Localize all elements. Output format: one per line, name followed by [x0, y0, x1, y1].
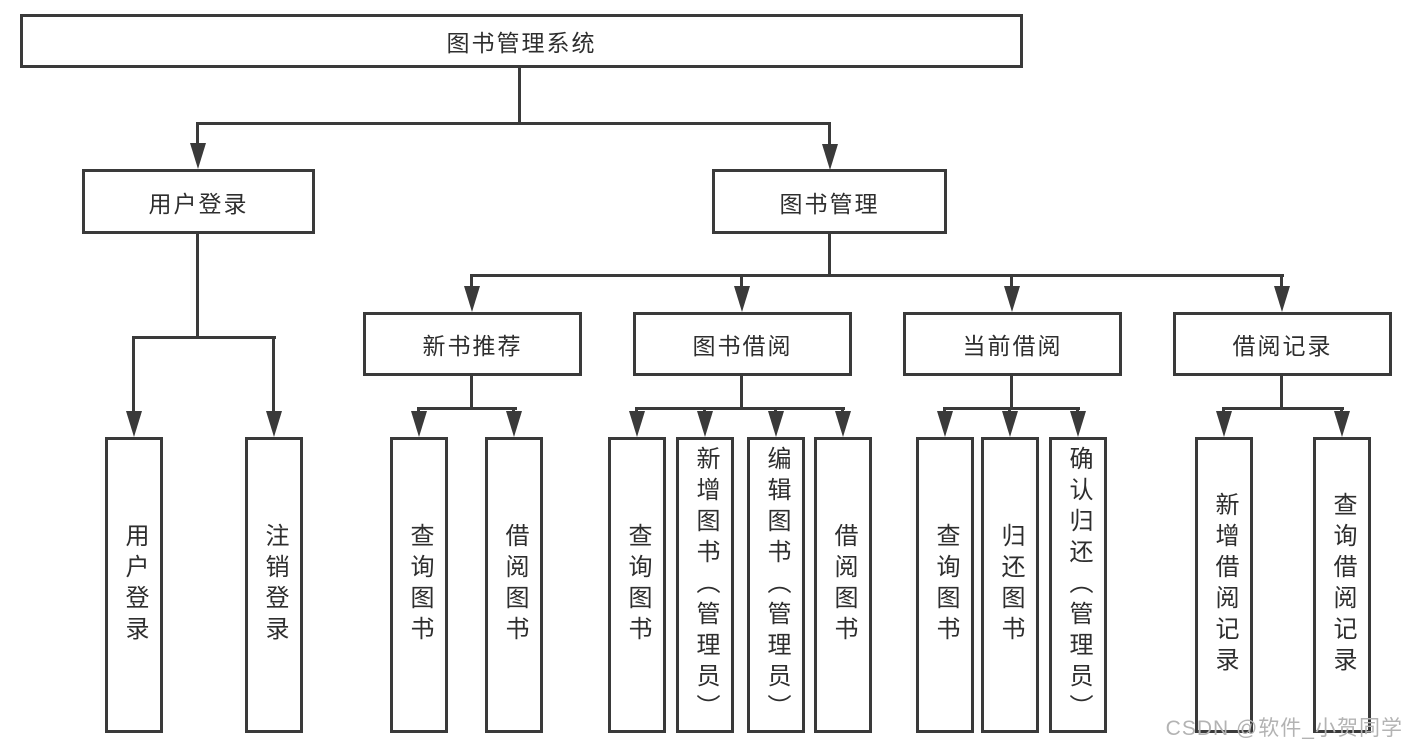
connector-arrow: [1280, 274, 1283, 286]
node-label: 查询图书: [932, 523, 959, 647]
connector-arrow: [774, 407, 777, 411]
connector-arrow: [1076, 407, 1079, 411]
node-book-management: 图书管理: [712, 169, 947, 234]
connector-arrow: [740, 274, 743, 286]
leaf-add-books-admin: 新增图书（管理员）: [676, 437, 734, 733]
connector-branch: [133, 336, 276, 339]
leaf-add-borrow-record: 新增借阅记录: [1195, 437, 1253, 733]
connector-arrow: [132, 336, 135, 411]
connector-stem: [1280, 376, 1283, 410]
node-label: 借阅记录: [1232, 333, 1333, 359]
leaf-query-books-recommendation: 查询图书: [390, 437, 448, 733]
connector-arrow: [196, 122, 199, 143]
node-label: 用户登录: [148, 190, 249, 217]
leaf-query-books-borrowing: 查询图书: [608, 437, 666, 733]
connector-branch: [471, 274, 1284, 277]
connector-arrow: [1340, 407, 1343, 411]
node-current-borrowing: 当前借阅: [903, 312, 1122, 376]
node-user-login: 用户登录: [82, 169, 315, 234]
node-label: 查询图书: [624, 523, 651, 647]
node-label: 图书借阅: [692, 333, 793, 359]
connector-arrow: [841, 407, 844, 411]
node-label: 用户登录: [121, 523, 148, 647]
node-library-management-system: 图书管理系统: [20, 14, 1023, 68]
node-label: 图书管理: [779, 190, 880, 217]
connector-stem: [740, 376, 743, 410]
connector-stem: [828, 233, 831, 277]
leaf-return-books: 归还图书: [981, 437, 1039, 733]
connector-stem: [518, 68, 521, 125]
node-label: 新增借阅记录: [1211, 492, 1238, 678]
connector-arrow: [1010, 274, 1013, 286]
node-label: 确认归还（管理员）: [1065, 445, 1092, 725]
node-label: 查询图书: [406, 523, 433, 647]
node-label: 借阅图书: [501, 523, 528, 647]
connector-arrow: [703, 407, 706, 411]
connector-branch: [1223, 407, 1344, 410]
leaf-borrow-books-recommendation: 借阅图书: [485, 437, 543, 733]
node-label: 编辑图书（管理员）: [763, 445, 790, 725]
connector-arrow: [417, 407, 420, 411]
leaf-confirm-return-admin: 确认归还（管理员）: [1049, 437, 1107, 733]
connector-arrow: [1008, 407, 1011, 411]
leaf-borrow-books: 借阅图书: [814, 437, 872, 733]
connector-arrow: [470, 274, 473, 286]
connector-arrow: [635, 407, 638, 411]
node-borrowing-records: 借阅记录: [1173, 312, 1392, 376]
node-label: 新增图书（管理员）: [692, 445, 719, 725]
node-new-book-recommendation: 新书推荐: [363, 312, 582, 376]
leaf-logout: 注销登录: [245, 437, 303, 733]
connector-branch: [197, 122, 831, 125]
connector-branch: [944, 407, 1080, 410]
node-label: 当前借阅: [962, 333, 1063, 359]
node-label: 借阅图书: [830, 523, 857, 647]
connector-arrow: [512, 407, 515, 411]
connector-arrow: [272, 336, 275, 411]
leaf-edit-books-admin: 编辑图书（管理员）: [747, 437, 805, 733]
leaf-query-books-current: 查询图书: [916, 437, 974, 733]
node-label: 图书管理系统: [446, 30, 597, 56]
connector-stem: [196, 233, 199, 339]
node-label: 归还图书: [997, 523, 1024, 647]
leaf-query-borrow-record: 查询借阅记录: [1313, 437, 1371, 733]
connector-arrow: [828, 122, 831, 144]
connector-arrow: [1222, 407, 1225, 411]
leaf-user-login: 用户登录: [105, 437, 163, 733]
node-label: 新书推荐: [422, 333, 523, 359]
connector-arrow: [943, 407, 946, 411]
connector-stem: [470, 376, 473, 410]
connector-branch: [418, 407, 517, 410]
connector-branch: [636, 407, 845, 410]
node-label: 查询借阅记录: [1329, 492, 1356, 678]
connector-stem: [1010, 376, 1013, 410]
csdn-watermark: CSDN @软件_小贺同学: [1165, 717, 1403, 740]
node-label: 注销登录: [261, 523, 288, 647]
node-book-borrowing: 图书借阅: [633, 312, 852, 376]
